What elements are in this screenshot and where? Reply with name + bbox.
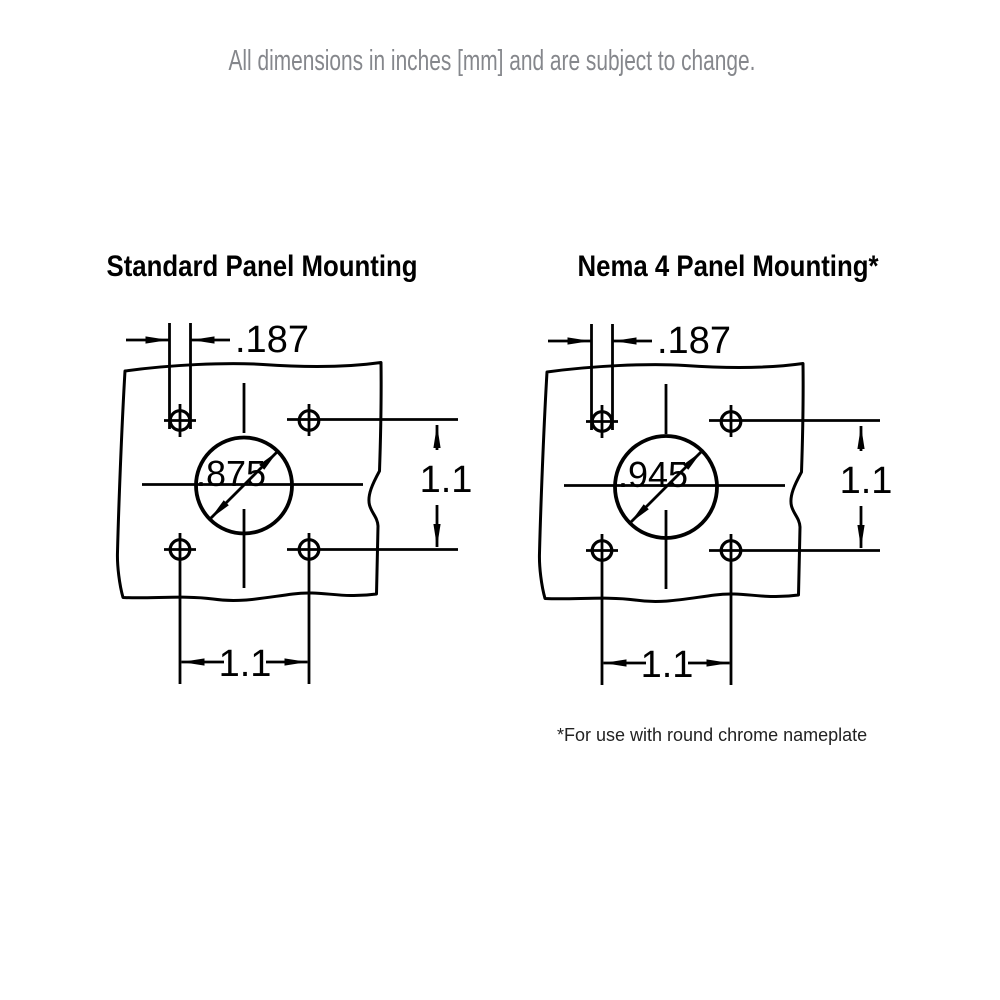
standard-mounting-diagram: .875 [115,319,473,685]
vertical-spacing-dimension: 1.1 [420,425,473,547]
vertical-spacing-label: 1.1 [840,460,893,502]
mounting-hole-bottom-right [287,533,458,684]
horizontal-spacing-dimension: 1.1 [181,643,308,685]
mounting-hole-bottom-left [586,534,618,685]
mounting-hole-bottom-left [164,533,196,684]
nema4-panel-title: Nema 4 Panel Mounting* [577,250,879,283]
diameter-leader-arrow [209,450,279,520]
nameplate-footnote: *For use with round chrome nameplate [557,725,868,745]
hole-diameter-label: .187 [235,319,309,361]
dimensions-note: All dimensions in inches [mm] and are su… [0,45,992,78]
hole-diameter-label: .187 [657,320,731,362]
center-hole-circle [613,434,719,540]
diameter-leader-arrow [629,450,703,524]
nema4-mounting-diagram: .945 [537,320,893,686]
vertical-spacing-dimension: 1.1 [840,426,893,548]
mounting-hole-top-right [709,405,880,437]
dimensions-note-text: All dimensions in inches [mm] and are su… [228,45,756,77]
hole-diameter-dimension: .187 [548,320,731,430]
center-hole-diameter-label: .875 [196,453,266,494]
center-hole-diameter-label: .945 [618,454,688,495]
mounting-hole-top-right [287,404,458,436]
horizontal-spacing-label: 1.1 [641,644,694,686]
hole-diameter-dimension: .187 [126,319,309,429]
panel-outline [537,362,805,603]
mounting-hole-bottom-right [709,534,880,685]
panel-outline [115,361,383,602]
horizontal-spacing-label: 1.1 [219,643,272,685]
standard-panel-title: Standard Panel Mounting [106,250,418,283]
vertical-spacing-label: 1.1 [420,459,473,501]
horizontal-spacing-dimension: 1.1 [603,644,730,686]
center-hole-circle [194,435,294,536]
